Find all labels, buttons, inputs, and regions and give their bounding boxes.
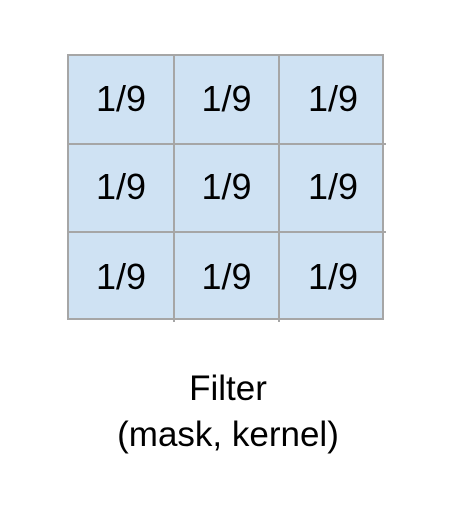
- caption-title: Filter: [189, 369, 267, 408]
- kernel-cell-r2-c2: 1/9: [175, 145, 280, 233]
- kernel-cell-r3-c3: 1/9: [307, 255, 359, 297]
- kernel-cell-r1-c1: 1/9: [69, 56, 175, 145]
- kernel-cell-r2-c1: 1/9: [69, 145, 175, 233]
- kernel-cell-r1-c3: 1/9: [280, 56, 386, 145]
- filter-caption: Filter (mask, kernel): [0, 366, 456, 458]
- kernel-cell-r2-c3: 1/9: [280, 145, 386, 233]
- caption-subtitle: (mask, kernel): [117, 415, 339, 454]
- kernel-cell-r3-c1: 1/9: [69, 233, 175, 322]
- filter-kernel-grid: 1/9 1/9 1/9 1/9 1/9 1/9 1/9 1/9 1/9: [67, 54, 386, 322]
- kernel-cell-r1-c2: 1/9: [175, 56, 280, 145]
- kernel-cell-r3-c2: 1/9: [175, 233, 280, 322]
